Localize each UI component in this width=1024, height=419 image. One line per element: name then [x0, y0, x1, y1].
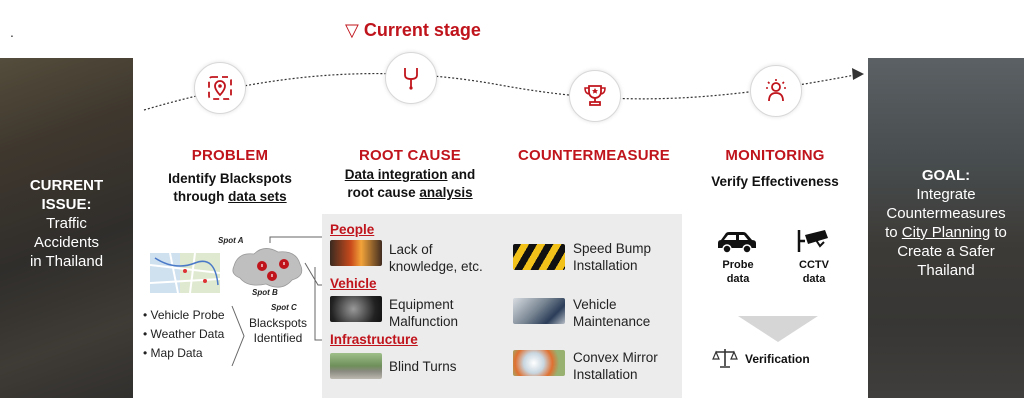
data-source-item: • Vehicle Probe — [143, 308, 225, 322]
vehicle-maintenance-thumbnail — [513, 298, 565, 324]
spot-c-label: Spot C — [271, 303, 297, 312]
issue-title-line2: ISSUE: — [41, 196, 92, 213]
blackspots-identified-label: Blackspots Identified — [248, 316, 308, 345]
problem-icon-circle — [194, 62, 246, 114]
category-infrastructure: Infrastructure — [330, 332, 418, 347]
cctv-camera-icon — [797, 230, 828, 252]
data-sets-link: data sets — [228, 189, 287, 204]
category-people: People — [330, 222, 375, 237]
goal-line2: Countermeasures — [886, 205, 1006, 222]
goal-line1: Integrate — [916, 186, 976, 203]
chevron-down-icon — [738, 316, 818, 342]
root-cause-heading: ROOT CAUSE — [358, 147, 461, 164]
problem-subtitle: Identify Blackspots through data sets — [168, 171, 292, 204]
process-arc — [143, 68, 864, 111]
data-source-item: • Map Data — [143, 346, 203, 360]
blackspot-map — [232, 248, 303, 288]
root-cause-icon-circle — [385, 52, 437, 104]
goal-title: GOAL: — [921, 167, 971, 184]
stray-dot: . — [10, 24, 14, 40]
map-thumbnail — [150, 253, 220, 293]
trophy-icon — [584, 85, 606, 106]
issue-line1: Traffic — [46, 215, 87, 232]
current-issue-text: CURRENT ISSUE: Traffic Accidents in Thai… — [0, 176, 133, 271]
problem-heading: PROBLEM — [191, 147, 269, 164]
analysis-link: analysis — [419, 185, 473, 200]
vehicle-item-text: Equipment Malfunction — [389, 297, 459, 329]
goal-text: GOAL: Integrate Countermeasures to City … — [868, 166, 1024, 280]
goal-line4: Create a Safer — [897, 243, 995, 260]
issue-line3: in Thailand — [29, 253, 104, 270]
analysis-box — [322, 214, 682, 398]
monitoring-subtitle: Verify Effectiveness — [711, 174, 839, 189]
spot-b-label: Spot B — [252, 288, 278, 297]
probe-data-label: Probe data — [722, 259, 754, 285]
car-icon — [718, 232, 756, 254]
data-source-bracket — [231, 305, 245, 367]
goal-line5: Thailand — [917, 262, 975, 279]
people-thumbnail — [330, 240, 382, 266]
panel-overlay — [868, 58, 1024, 398]
category-vehicle: Vehicle — [330, 276, 377, 291]
monitoring-icon-circle — [750, 65, 802, 117]
current-stage-label: ▽ Current stage — [345, 20, 481, 40]
issue-title-line1: CURRENT — [29, 177, 104, 194]
speed-bump-text: Speed Bump Installation — [573, 241, 652, 273]
infrastructure-item-text: Blind Turns — [389, 359, 457, 374]
vehicle-maintenance-text: Vehicle Maintenance — [573, 297, 651, 329]
triangle-down-icon: ▽ — [345, 20, 359, 40]
scale-icon — [712, 349, 738, 368]
current-issue-panel: CURRENT ISSUE: Traffic Accidents in Thai… — [0, 58, 133, 398]
speed-bump-thumbnail — [513, 244, 565, 270]
goal-line3: to City Planning to — [885, 224, 1007, 241]
people-item-text: Lack of knowledge, etc. — [389, 242, 483, 274]
data-integration-link: Data integration — [344, 167, 448, 182]
panel-overlay — [0, 58, 133, 398]
root-cause-subtitle: Data integration and root cause analysis — [344, 167, 476, 200]
vehicle-thumbnail — [330, 296, 382, 322]
goal-panel: GOAL: Integrate Countermeasures to City … — [868, 58, 1024, 398]
data-source-item: • Weather Data — [143, 327, 225, 341]
arc-arrowhead-icon — [852, 68, 864, 80]
countermeasure-heading: COUNTERMEASURE — [518, 147, 670, 164]
convex-mirror-text: Convex Mirror Installation — [573, 350, 658, 382]
location-pin-icon — [208, 76, 232, 100]
verification-label: Verification — [745, 352, 810, 366]
lightbulb-person-icon — [766, 79, 786, 102]
infrastructure-thumbnail — [330, 353, 382, 379]
convex-mirror-thumbnail — [513, 350, 565, 376]
city-planning-link: City Planning — [901, 224, 991, 241]
spot-a-label: Spot A — [218, 236, 244, 245]
issue-line2: Accidents — [33, 234, 100, 251]
data-source-list: • Vehicle Probe • Weather Data • Map Dat… — [143, 306, 225, 363]
countermeasure-icon-circle — [569, 70, 621, 122]
monitoring-heading: MONITORING — [725, 147, 825, 164]
cctv-data-label: CCTV data — [799, 259, 829, 285]
flow-branch-icon — [404, 68, 418, 90]
